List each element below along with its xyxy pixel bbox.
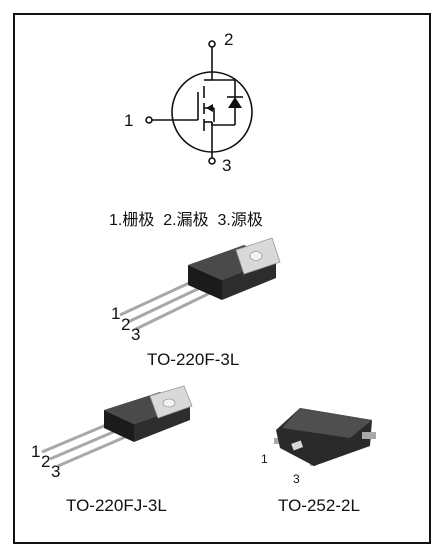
source-terminal: [208, 157, 216, 165]
to252-pin-3: 3: [293, 472, 300, 486]
pin-function-legend: 1.栅极 2.漏极 3.源极: [109, 212, 263, 229]
to220fj-pin-1: 1: [31, 442, 41, 461]
to220fj-package-label: TO-220FJ-3L: [66, 496, 167, 515]
to220f-pin-3: 3: [131, 325, 141, 344]
to220fj-pin-3: 3: [51, 462, 61, 481]
to220fj-package-illustration: [41, 385, 193, 468]
gate-terminal: [145, 116, 153, 124]
to220f-package-illustration: [119, 237, 281, 331]
body-diode-triangle: [228, 97, 242, 108]
to252-package-label: TO-252-2L: [278, 496, 360, 515]
drain-pin-label: 2: [224, 30, 234, 49]
channel-arrow: [206, 104, 213, 112]
to220f-pin-2: 2: [121, 315, 131, 334]
drain-terminal: [208, 40, 216, 48]
source-pin-label: 3: [222, 156, 232, 175]
to220fj-pin-2: 2: [41, 452, 51, 471]
to220f-pin-1: 1: [111, 304, 121, 323]
to220f-package-label: TO-220F-3L: [147, 350, 240, 369]
diagram-frame: [13, 13, 431, 544]
gate-pin-label: 1: [124, 111, 134, 130]
to252-pin-1: 1: [261, 452, 268, 466]
to252-package-illustration: [274, 408, 376, 466]
